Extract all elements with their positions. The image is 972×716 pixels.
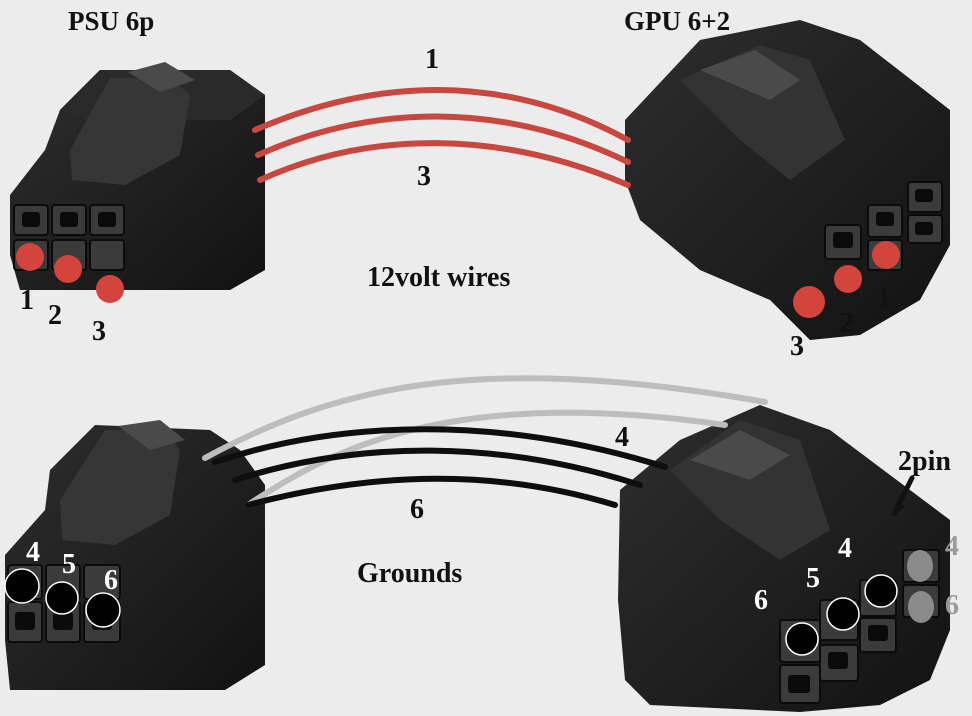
psu-ground-dot-5 (45, 581, 79, 615)
ground-wire-label-4: 4 (615, 422, 629, 453)
psu-pin-label-3: 3 (92, 316, 106, 347)
gpu-ground-dots (785, 574, 898, 656)
gpu-pin-label-2: 2 (840, 308, 854, 339)
gpu-2pin-dots (907, 550, 934, 623)
ground-caption: Grounds (357, 558, 463, 589)
psu-12v-dot-1 (16, 243, 44, 271)
power-wire-label-3: 3 (417, 161, 431, 192)
ground-wires (202, 375, 915, 513)
psu-12v-dot-3 (96, 275, 124, 303)
psu-pin-label-2: 2 (48, 300, 62, 331)
gpu-connector-top (625, 20, 950, 340)
gpu-pin-label-1: 1 (877, 283, 891, 314)
gpu-ground-dot-4 (864, 574, 898, 608)
ground-wire-4 (212, 426, 668, 470)
two-pin-dot-6 (908, 591, 934, 623)
power-caption: 12volt wires (367, 262, 511, 293)
power-wire-label-1: 1 (425, 44, 439, 75)
psu-ground-label-5: 5 (62, 549, 76, 580)
gpu-pin-label-3: 3 (790, 331, 804, 362)
gpu-12v-dot-1 (872, 241, 900, 269)
two-pin-pointer (893, 475, 915, 513)
psu-12v-dots (16, 243, 124, 303)
psu-ground-label-6: 6 (104, 565, 118, 596)
gpu-12v-dot-2 (834, 265, 862, 293)
two-pin-label-6: 6 (945, 590, 959, 621)
psu-12v-dot-2 (54, 255, 82, 283)
gpu-12v-dots (793, 241, 900, 318)
gpu-ground-label-6: 6 (754, 585, 768, 616)
power-wires (252, 87, 631, 188)
psu-title: PSU 6p (68, 6, 155, 36)
psu-connector-top (10, 62, 265, 290)
psu-ground-label-4: 4 (26, 537, 40, 568)
ground-wire-6 (245, 475, 618, 508)
two-pin-dot-4 (907, 550, 933, 582)
ground-wire-label-6: 6 (410, 494, 424, 525)
gpu-ground-label-5: 5 (806, 563, 820, 594)
gpu-title: GPU 6+2 (624, 6, 731, 36)
two-pin-label-4: 4 (945, 531, 959, 562)
psu-pin-label-1: 1 (20, 285, 34, 316)
two-pin-label: 2pin (898, 446, 951, 477)
ground-wire-5 (232, 447, 643, 488)
psu-ground-dots (4, 568, 121, 628)
gpu-12v-dot-3 (793, 286, 825, 318)
power-wire-2 (255, 113, 631, 165)
psu-ground-dot-4 (4, 568, 40, 604)
sense-wire-4 (202, 375, 768, 461)
power-wire-3 (257, 140, 631, 188)
psu-ground-dot-6 (85, 592, 121, 628)
gpu-ground-dot-5 (826, 597, 860, 631)
gpu-ground-dot-6 (785, 622, 819, 656)
power-wire-1 (252, 87, 631, 143)
gpu-ground-label-4: 4 (838, 533, 852, 564)
